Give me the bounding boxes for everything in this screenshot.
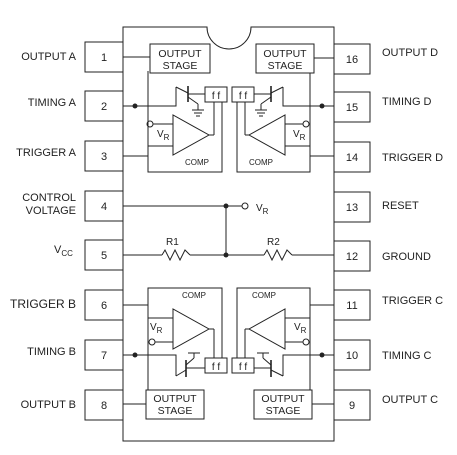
pin-14: 14 TRIGGER D xyxy=(333,141,443,173)
left-pins: 1 OUTPUT A 2 TIMING A 3 TRIGGER A 4 CONT… xyxy=(10,41,124,421)
vr-label: VR xyxy=(157,129,170,142)
pin-6: 6 TRIGGER B xyxy=(10,289,124,321)
center-circuit: VR R1 R2 xyxy=(123,202,334,262)
timer-c: OUTPUT STAGE f f VR COMP xyxy=(231,287,334,420)
pin-label: OUTPUT D xyxy=(382,47,438,59)
pin-3: 3 TRIGGER A xyxy=(16,140,124,172)
comp-label: COMP xyxy=(185,158,209,167)
output-stage-box xyxy=(145,389,205,420)
pin-number: 10 xyxy=(346,350,358,362)
flip-flop-box xyxy=(204,357,228,374)
ff-label: f f xyxy=(239,91,248,102)
pin-13: 13 RESET xyxy=(333,191,419,223)
stage-line1: OUTPUT xyxy=(263,48,307,60)
pin-label: TIMING D xyxy=(382,96,432,108)
right-pins: 16 OUTPUT D 15 TIMING D 14 TRIGGER D 13 … xyxy=(333,43,443,421)
pin-label: OUTPUT C xyxy=(382,394,438,406)
pin-label: VCC xyxy=(54,244,73,258)
ff-label: f f xyxy=(212,362,221,373)
stage-line2: STAGE xyxy=(163,60,198,72)
pin-10: 10 TIMING C xyxy=(333,339,432,371)
pin-label: GROUND xyxy=(382,251,431,263)
pin-11: 11 TRIGGER C xyxy=(333,289,443,321)
timer-a: OUTPUT STAGE f f VR COMP xyxy=(123,43,228,173)
timer-b: OUTPUT STAGE f f VR COMP xyxy=(123,287,228,420)
pin-number: 4 xyxy=(101,201,107,213)
pin-number: 12 xyxy=(346,251,358,263)
pin-label: TIMING C xyxy=(382,350,432,362)
r2-label: R2 xyxy=(267,237,280,248)
ic-body-outline xyxy=(122,26,335,442)
comparator-triangle xyxy=(172,308,211,350)
pin-label: RESET xyxy=(382,200,419,212)
pin-12: 12 GROUND xyxy=(333,240,431,272)
pin-16: 16 OUTPUT D xyxy=(333,43,438,75)
pin-number: 2 xyxy=(101,101,107,113)
pin-label: TIMING A xyxy=(28,97,77,109)
ff-label: f f xyxy=(212,91,221,102)
pin-number: 14 xyxy=(346,152,358,164)
pin-number: 9 xyxy=(349,400,355,412)
pin-label-line1: CONTROL xyxy=(22,192,76,204)
vr-label: VR xyxy=(293,129,306,142)
pin-number: 8 xyxy=(101,400,107,412)
vr-label: VR xyxy=(150,322,163,335)
pin-label: OUTPUT A xyxy=(21,51,76,63)
pin-label-line2: VOLTAGE xyxy=(26,205,76,217)
pin-4: 4 CONTROL VOLTAGE xyxy=(22,190,124,222)
resistor-r2 xyxy=(263,248,293,262)
comp-label: COMP xyxy=(249,158,273,167)
pin-number: 5 xyxy=(101,250,107,262)
flip-flop-box xyxy=(231,357,255,374)
vr-label: VR xyxy=(294,322,307,335)
stage-line2: STAGE xyxy=(158,405,193,417)
stage-line2: STAGE xyxy=(268,60,303,72)
timer-d: OUTPUT STAGE f f VR COMP xyxy=(231,43,334,173)
pin-label: TIMING B xyxy=(27,346,76,358)
junction-dot xyxy=(223,252,229,258)
pin-label: TRIGGER C xyxy=(382,295,443,307)
pin-label: TRIGGER A xyxy=(16,147,77,159)
pin-number: 11 xyxy=(346,300,357,312)
pin-5: 5 VCC xyxy=(54,239,124,271)
pin-number: 6 xyxy=(101,300,107,312)
pin-label: TRIGGER D xyxy=(382,152,443,164)
output-stage-box xyxy=(255,43,315,74)
resistor-r1 xyxy=(161,248,191,262)
comp-label: COMP xyxy=(252,291,276,300)
center-vr-label: VR xyxy=(256,203,269,216)
comp-label: COMP xyxy=(182,291,206,300)
output-stage-box xyxy=(149,43,211,74)
stage-line2: STAGE xyxy=(266,405,301,417)
comparator-triangle xyxy=(247,114,286,156)
ff-label: f f xyxy=(239,362,248,373)
pin-number: 16 xyxy=(346,54,358,66)
r1-label: R1 xyxy=(166,237,179,248)
pin-1: 1 OUTPUT A xyxy=(21,41,124,73)
comparator-triangle xyxy=(247,308,286,350)
stage-line1: OUTPUT xyxy=(153,393,197,405)
pin-number: 1 xyxy=(101,52,107,64)
pin-label: OUTPUT B xyxy=(21,399,76,411)
pin-number: 7 xyxy=(101,350,107,362)
pin-number: 13 xyxy=(346,202,358,214)
pin-2: 2 TIMING A xyxy=(28,90,124,122)
stage-line1: OUTPUT xyxy=(261,393,305,405)
vr-terminal xyxy=(241,202,249,210)
pin-label: TRIGGER B xyxy=(10,297,76,311)
pin-7: 7 TIMING B xyxy=(27,339,124,371)
stage-line1: OUTPUT xyxy=(158,48,202,60)
pin-8: 8 OUTPUT B xyxy=(21,389,124,421)
comparator-triangle xyxy=(172,114,211,156)
pin-number: 3 xyxy=(101,151,107,163)
pin-9: 9 OUTPUT C xyxy=(333,389,438,421)
pin-15: 15 TIMING D xyxy=(333,91,432,123)
pin-number: 15 xyxy=(346,102,358,114)
